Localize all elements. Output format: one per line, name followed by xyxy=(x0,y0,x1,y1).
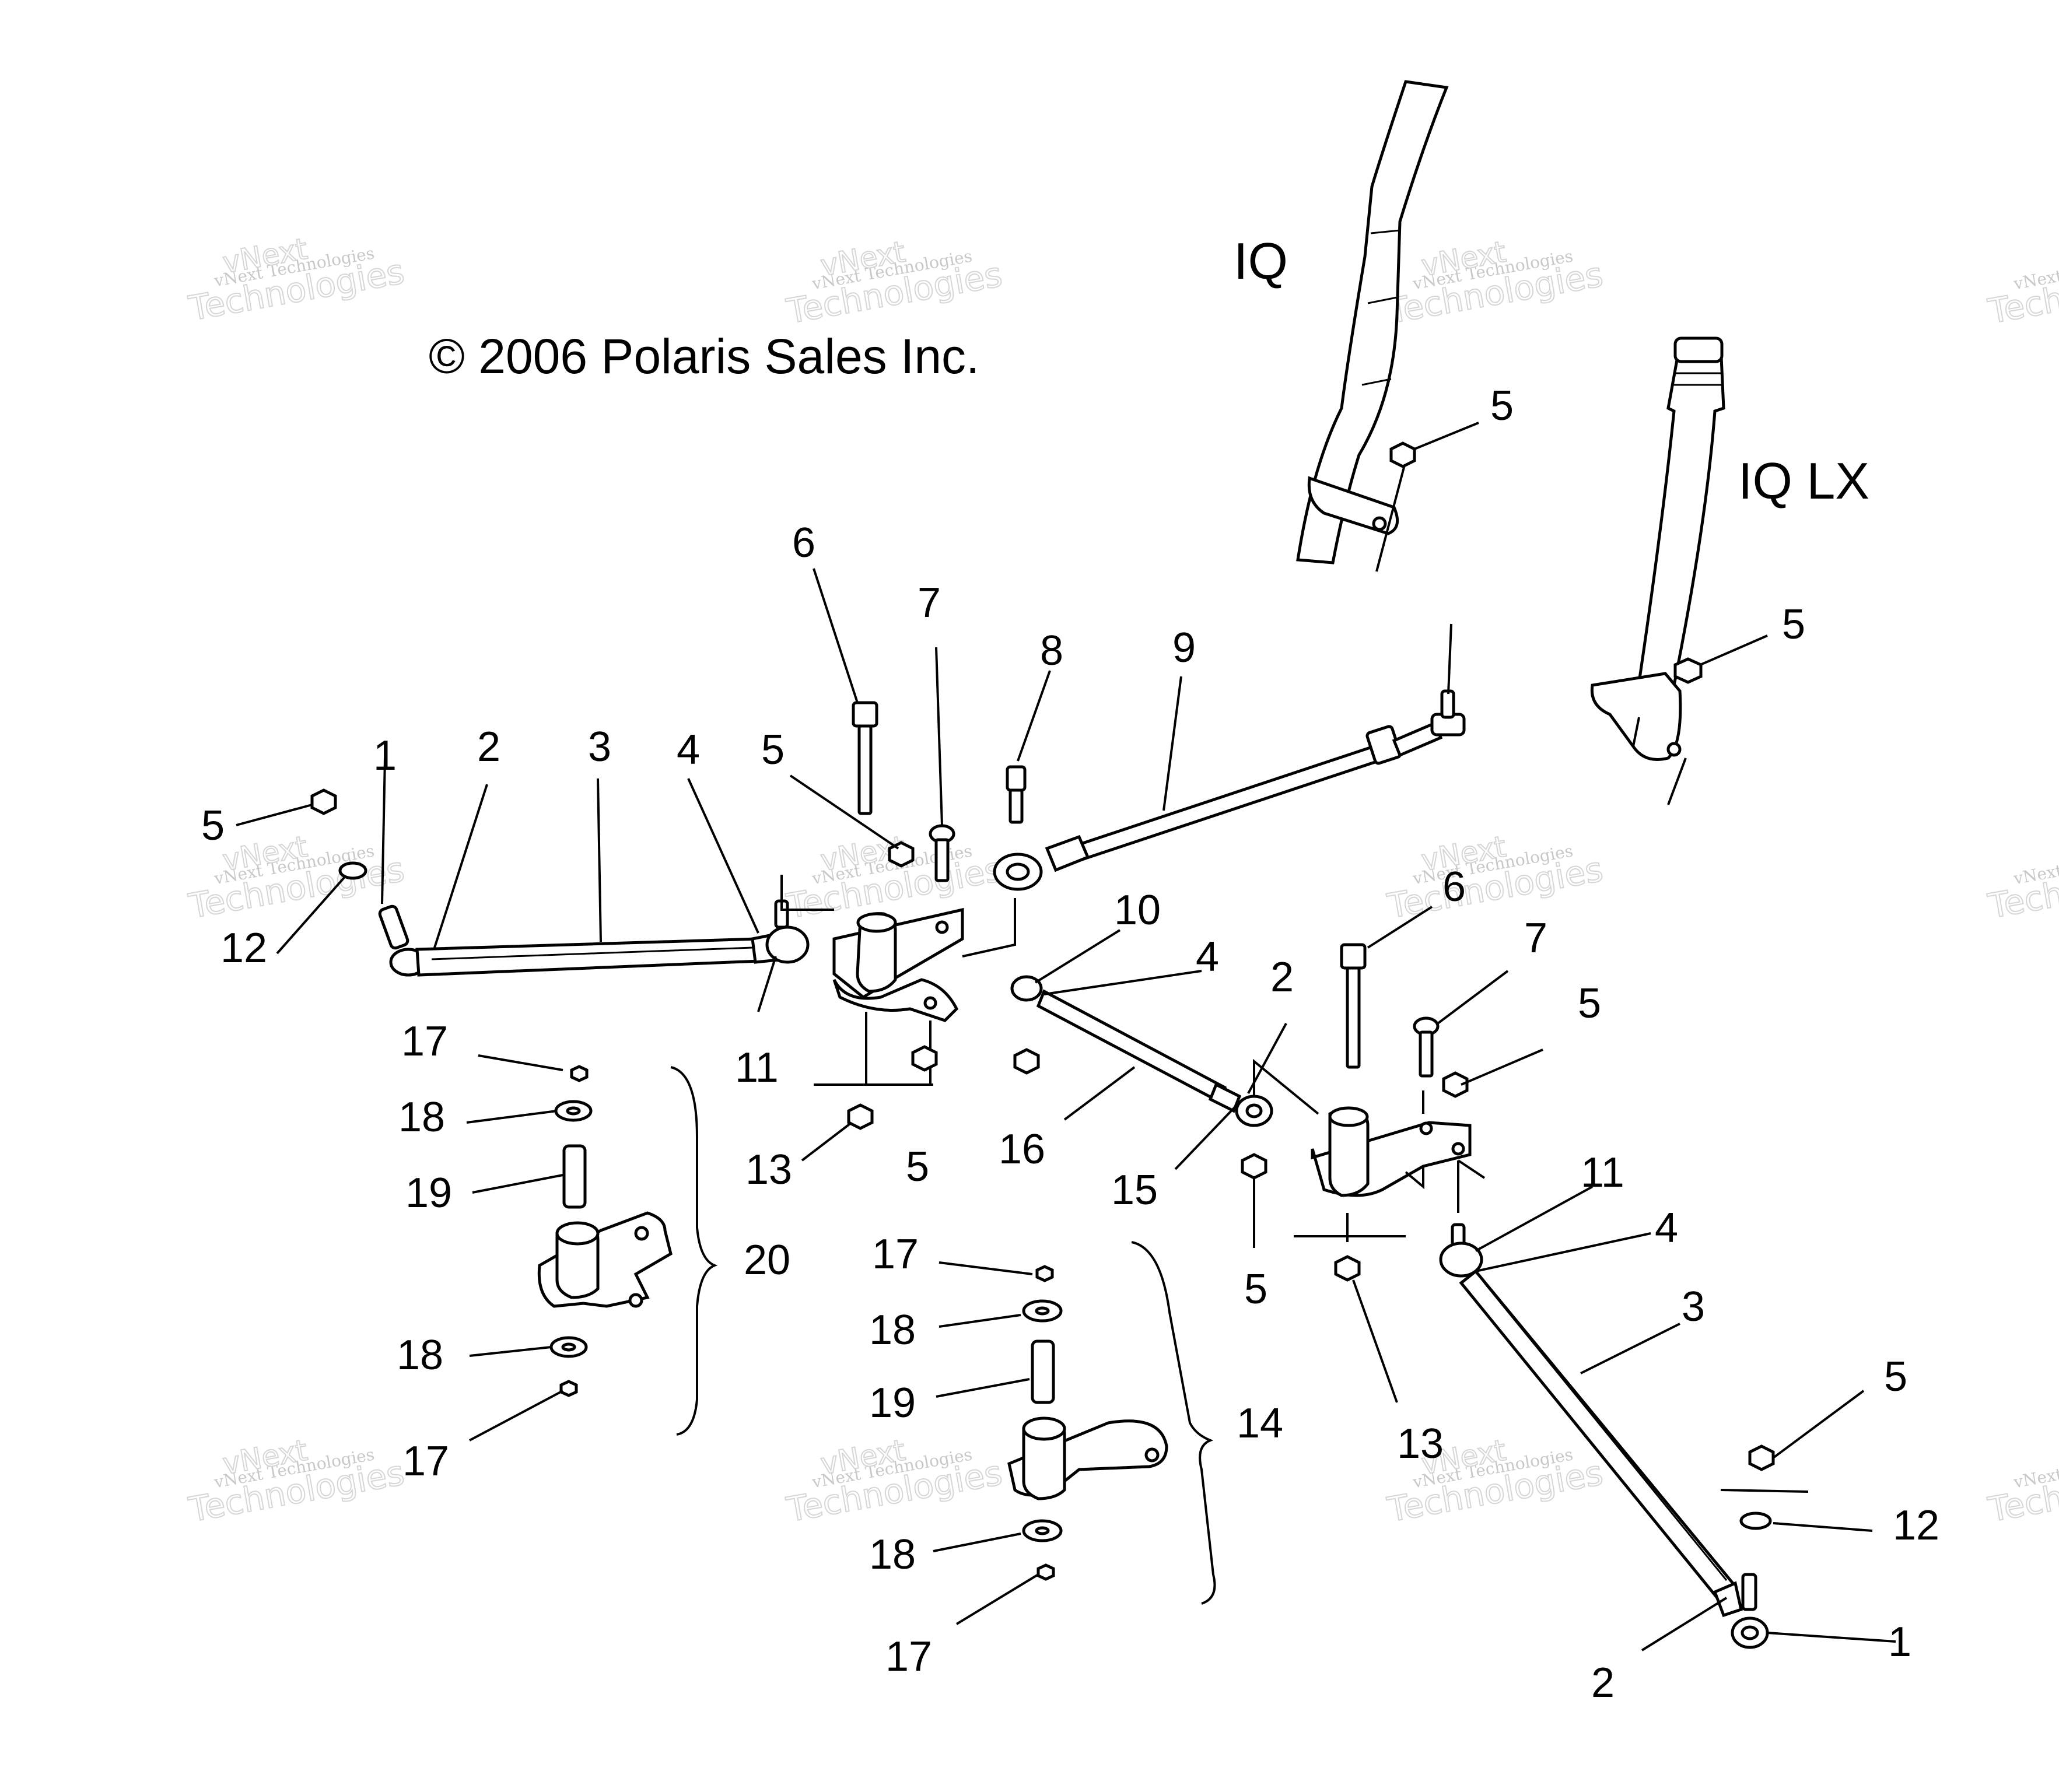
watermark-group: vNext Technologies Technologies vNext vN… xyxy=(185,231,2059,1530)
callout-3: 3 xyxy=(588,724,611,770)
tie-rod-16 xyxy=(1010,975,1273,1127)
watermark-text: Technologies xyxy=(1985,1453,2059,1530)
callout-12: 12 xyxy=(220,925,267,972)
callout-5: 5 xyxy=(1578,980,1601,1027)
callout-18: 18 xyxy=(398,1094,445,1141)
callout-9: 9 xyxy=(1172,625,1196,671)
callout-7: 7 xyxy=(918,580,941,626)
bolt-6-right xyxy=(1340,943,1367,1069)
bolt-7-left xyxy=(929,824,955,882)
callout-7: 7 xyxy=(1524,915,1547,962)
callout-2: 2 xyxy=(1270,954,1294,1001)
callout-5: 5 xyxy=(1244,1266,1267,1313)
callout-14: 14 xyxy=(1237,1400,1283,1447)
callout-6: 6 xyxy=(792,520,815,566)
callout-3: 3 xyxy=(1682,1283,1705,1330)
drag-link-right xyxy=(1439,1223,1769,1649)
copyright-notice: © 2006 Polaris Sales Inc. xyxy=(429,329,979,384)
callout-20: 20 xyxy=(744,1237,790,1283)
callout-4: 4 xyxy=(1196,934,1219,980)
pivot-kit-14 xyxy=(1007,1241,1216,1605)
callout-17: 17 xyxy=(885,1633,932,1680)
callout-4: 4 xyxy=(677,727,700,773)
callout-10: 10 xyxy=(1114,887,1161,934)
callout-12: 12 xyxy=(1893,1502,1939,1549)
drag-link-left xyxy=(378,899,810,977)
callout-2: 2 xyxy=(477,724,500,770)
callout-11: 11 xyxy=(1581,1149,1624,1196)
steering-post-iq xyxy=(1296,80,1479,572)
steering-post-iq-lx xyxy=(1590,336,1768,805)
leader-lines xyxy=(236,568,1896,1651)
callout-19: 19 xyxy=(405,1170,452,1216)
callout-13: 13 xyxy=(1397,1421,1444,1467)
callout-17: 17 xyxy=(401,1018,448,1065)
callout-5: 5 xyxy=(201,802,225,849)
callout-1: 1 xyxy=(1888,1619,1911,1665)
steering-arm-left xyxy=(780,875,1016,1086)
callout-18: 18 xyxy=(869,1531,916,1578)
steering-arm-right xyxy=(1253,1058,1472,1248)
callout-5: 5 xyxy=(1490,383,1514,429)
pivot-kit-20 xyxy=(537,1065,718,1436)
callout-17: 17 xyxy=(872,1231,919,1278)
callout-13: 13 xyxy=(745,1146,792,1193)
tie-rod-9 xyxy=(993,623,1466,891)
bolt-6-left xyxy=(852,701,878,815)
callout-16: 16 xyxy=(999,1126,1045,1173)
callout-4: 4 xyxy=(1655,1205,1678,1251)
callout-18: 18 xyxy=(397,1332,443,1379)
hardware-small-parts xyxy=(310,788,1809,1530)
callout-5: 5 xyxy=(1884,1353,1907,1400)
callout-6: 6 xyxy=(1442,864,1466,910)
model-label-iq-lx: IQ LX xyxy=(1738,452,1869,510)
callout-2: 2 xyxy=(1591,1660,1615,1706)
callout-19: 19 xyxy=(869,1380,916,1426)
callout-18: 18 xyxy=(869,1307,916,1353)
callout-5: 5 xyxy=(1782,601,1805,648)
callout-11: 11 xyxy=(735,1044,779,1091)
callout-8: 8 xyxy=(1040,627,1063,674)
callout-numbers: 1 2 3 4 5 5 6 7 8 9 10 11 12 13 5 16 17 … xyxy=(201,383,1939,1706)
callout-1: 1 xyxy=(373,732,397,779)
callout-5: 5 xyxy=(906,1144,929,1190)
watermark-text: Technologies xyxy=(1985,849,2059,926)
model-label-iq: IQ xyxy=(1234,232,1288,290)
callout-17: 17 xyxy=(402,1438,449,1485)
bolt-7-right xyxy=(1413,1016,1440,1078)
bolt-8 xyxy=(1006,765,1027,824)
callout-5: 5 xyxy=(761,727,785,773)
callout-15: 15 xyxy=(1111,1167,1158,1214)
watermark-text: Technologies xyxy=(1985,254,2059,331)
